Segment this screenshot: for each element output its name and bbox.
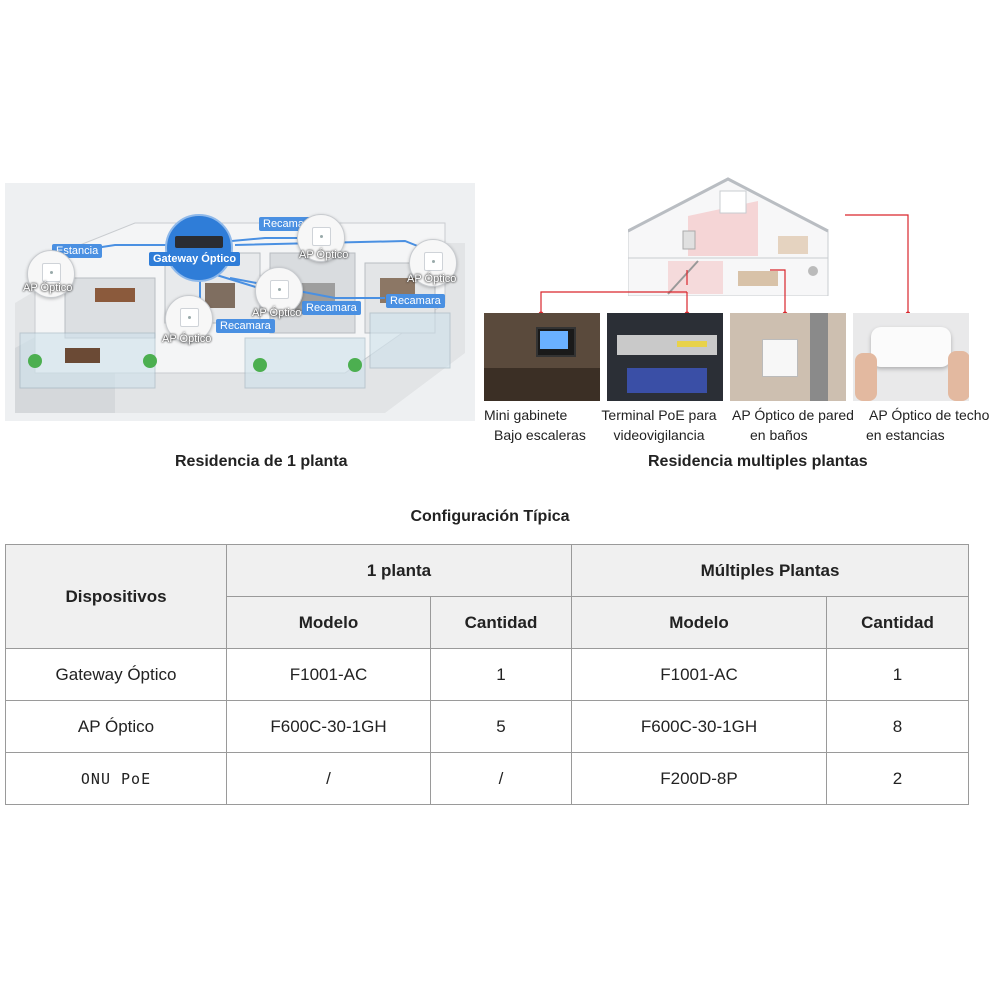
cabinet-shadow <box>484 368 600 401</box>
cell-multi-qty: 8 <box>826 700 969 753</box>
wall-ap-icon <box>762 339 798 377</box>
ap-bubble-1 <box>27 250 75 298</box>
config-title: Configuración Típica <box>410 508 570 525</box>
cell-single-model: F1001-AC <box>226 648 431 701</box>
cell-device: AP Óptico <box>5 700 227 753</box>
multi-floor-title: Residencia multiples plantas <box>648 453 868 470</box>
cell-single-qty: 1 <box>430 648 572 701</box>
table-row: AP Óptico F600C-30-1GH 5 F600C-30-1GH 8 <box>5 700 969 753</box>
caption-line-1: AP Óptico de techo <box>869 407 990 423</box>
monitor-screen <box>540 331 568 349</box>
caption-poe-terminal: Terminal PoE para videovigilancia <box>594 405 724 445</box>
cell-single-qty: 5 <box>430 700 572 753</box>
config-table: Dispositivos 1 planta Múltiples Plantas … <box>5 544 969 805</box>
ceiling-ap-icon <box>871 327 951 367</box>
cell-multi-qty: 1 <box>826 648 969 701</box>
hand-right <box>948 351 969 401</box>
label-recamara-2: Recamara <box>302 301 361 315</box>
caption-wall-ap: AP Óptico de pared en baños <box>732 405 862 445</box>
ap-bubble-2 <box>297 214 345 262</box>
gateway-bubble <box>165 214 233 282</box>
cell-multi-model: F200D-8P <box>571 752 827 805</box>
caption-line-2: videovigilancia <box>613 427 705 443</box>
house-illustration <box>628 177 829 296</box>
label-recamara-3: Recamara <box>386 294 445 308</box>
caption-line-1: Mini gabinete <box>484 407 568 423</box>
cell-multi-model: F1001-AC <box>571 648 827 701</box>
label-recamara-4: Recamara <box>216 319 275 333</box>
ap-bubble-3 <box>409 239 457 287</box>
caption-line-2: en baños <box>750 427 808 443</box>
poe-device-icon <box>617 335 717 355</box>
connector-lines <box>538 214 910 317</box>
caption-ceiling-ap: AP Óptico de techo en estancias <box>866 405 996 445</box>
caption-line-1: AP Óptico de pared <box>732 407 854 423</box>
table-row: ONU PoE / / F200D-8P 2 <box>5 752 969 805</box>
photo-mini-cabinet <box>484 313 600 401</box>
ap-device-icon <box>270 280 289 299</box>
ap-label-5: AP Óptico <box>162 333 212 345</box>
header-devices: Dispositivos <box>5 544 227 649</box>
ap-bubble-5 <box>165 295 213 343</box>
cell-single-model: F600C-30-1GH <box>226 700 431 753</box>
header-single-floor: 1 planta <box>226 544 572 597</box>
ap-device-icon <box>312 227 331 246</box>
cell-device: Gateway Óptico <box>5 648 227 701</box>
ap-label-1: AP Óptico <box>23 282 73 294</box>
cell-single-model: / <box>226 752 431 805</box>
ap-bubble-4 <box>255 267 303 315</box>
photo-poe-terminal <box>607 313 723 401</box>
ap-device-icon <box>42 263 61 282</box>
ap-device-icon <box>180 308 199 327</box>
header-multi-floor: Múltiples Plantas <box>571 544 969 597</box>
cell-single-qty: / <box>430 752 572 805</box>
caption-mini-cabinet: Mini gabinete Bajo escaleras <box>484 405 589 445</box>
photo-ceiling-ap <box>853 313 969 401</box>
photo-wall-ap <box>730 313 846 401</box>
caption-line-2: en estancias <box>866 427 945 443</box>
gateway-device-icon <box>175 236 223 248</box>
single-floor-title: Residencia de 1 planta <box>175 453 348 470</box>
header-model-multi: Modelo <box>571 596 827 649</box>
cell-multi-model: F600C-30-1GH <box>571 700 827 753</box>
caption-line-1: Terminal PoE para <box>601 407 717 423</box>
single-floor-plan: Estancia Recamara Recamara Recamara Reca… <box>5 183 475 421</box>
header-model-single: Modelo <box>226 596 431 649</box>
poe-ports-icon <box>677 341 707 347</box>
caption-line-2: Bajo escaleras <box>494 427 586 443</box>
cable-bundle <box>627 368 707 393</box>
label-gateway: Gateway Óptico <box>149 252 241 266</box>
header-quantity-multi: Cantidad <box>826 596 969 649</box>
ap-label-4: AP Óptico <box>252 307 302 319</box>
cell-multi-qty: 2 <box>826 752 969 805</box>
header-quantity-single: Cantidad <box>430 596 572 649</box>
cell-device: ONU PoE <box>5 752 227 805</box>
wall-pipe <box>810 313 828 401</box>
ap-label-3: AP Óptico <box>407 273 457 285</box>
ap-device-icon <box>424 252 443 271</box>
ap-label-2: AP Óptico <box>299 249 349 261</box>
hand-left <box>855 353 877 401</box>
table-row: Gateway Óptico F1001-AC 1 F1001-AC 1 <box>5 648 969 701</box>
